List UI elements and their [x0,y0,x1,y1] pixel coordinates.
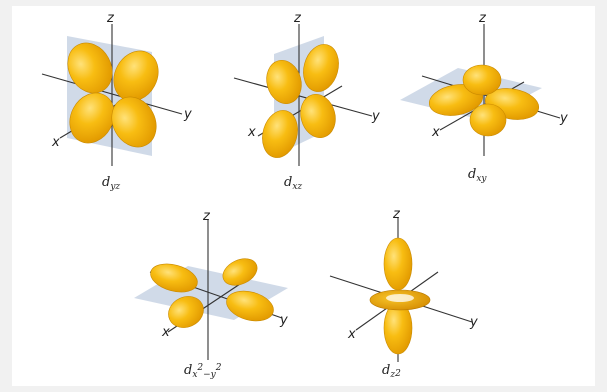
orbital-dz2: z y x dz2 [329,207,478,380]
lobe [69,92,115,144]
y-axis [233,77,373,117]
lobe [462,64,502,96]
y-axis-label: y [371,109,380,124]
orbital-label-dyz: dyz [102,175,120,192]
orbital-dx2-y2: z y x dx2−y2 [134,209,288,380]
x-axis-label: x [161,325,170,340]
lobe [150,263,198,293]
lobe [111,96,157,148]
y-axis-label: y [279,313,288,328]
torus-hole [386,294,414,302]
y-axis-label: y [469,315,478,330]
orbital-figure: z y x dyz z y x dxz z y x dxy [12,6,595,386]
x-axis-label: x [247,125,256,140]
lobe [300,93,336,139]
z-axis-label: z [478,11,487,26]
orbitals-diagram: z y x dyz z y x dxz z y x dxy [41,11,568,380]
orbital-dxz: z y x dxz [233,11,380,192]
orbital-dxy: z y x dxy [400,11,568,184]
x-axis-label: x [51,135,60,150]
orbital-dyz: z y x dyz [41,11,192,192]
y-axis [41,73,183,115]
lobe [222,258,258,286]
orbital-label-dxy: dxy [468,167,487,184]
orbital-label-dz2: dz2 [382,363,401,380]
y-axis-label: y [559,111,568,126]
left-border [0,0,12,392]
y-axis-label: y [183,107,192,122]
z-axis-label: z [202,209,211,224]
lobe [428,84,484,116]
lobe [262,110,298,158]
lobe [469,103,507,137]
x-axis-label: x [347,327,356,342]
z-axis-label: z [293,11,302,26]
right-border [595,0,607,392]
lobe [303,44,339,92]
orbital-label-dxz: dxz [284,175,302,192]
z-axis-label: z [392,207,401,222]
z-axis-label: z [106,11,115,26]
lobe [168,296,204,328]
lobe [226,290,274,322]
x-axis-label: x [431,125,440,140]
lobe [383,237,413,291]
lobe [266,59,302,105]
lobe [67,42,113,94]
orbital-label-dx2-y2: dx2−y2 [184,363,222,380]
